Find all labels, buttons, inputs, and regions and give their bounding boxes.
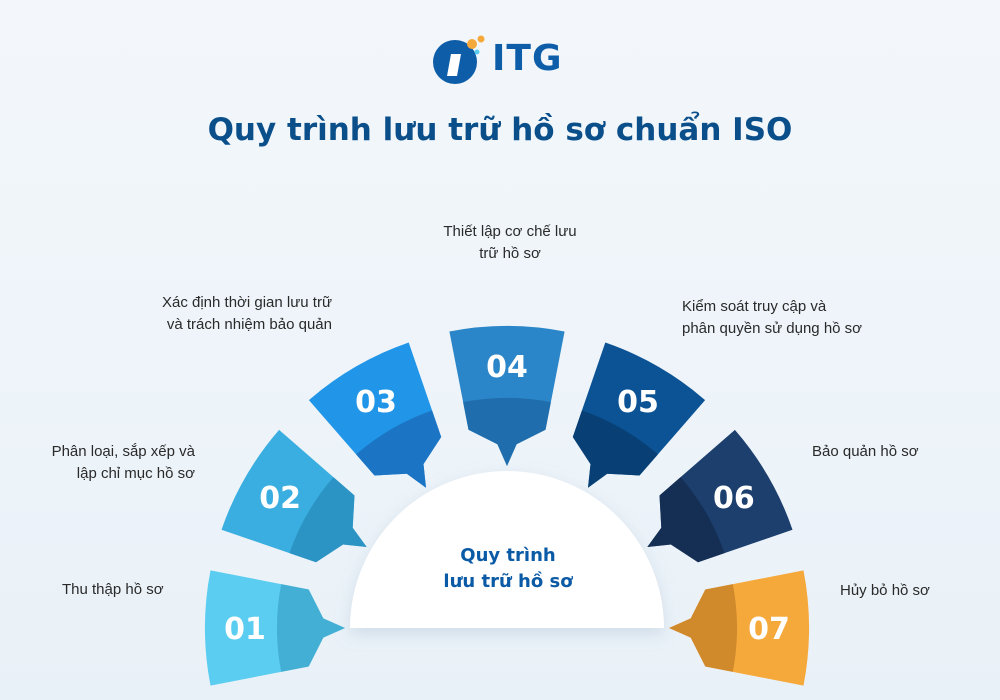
step-label-05-line1: Kiểm soát truy cập và bbox=[682, 298, 827, 315]
step-05: 05 bbox=[572, 342, 706, 488]
step-02-accent bbox=[289, 477, 367, 563]
step-04-number: 04 bbox=[486, 350, 528, 385]
center-semicircle bbox=[350, 471, 664, 628]
step-label-03: Xác định thời gian lưu trữ và trách nhiệ… bbox=[162, 292, 332, 336]
step-03-accent bbox=[356, 410, 442, 488]
step-03-number: 03 bbox=[355, 385, 397, 420]
step-label-02: Phân loại, sắp xếp và lập chỉ mục hồ sơ bbox=[52, 441, 195, 485]
center-label-line1: Quy trình bbox=[460, 545, 556, 566]
itg-logo-icon bbox=[433, 35, 485, 84]
step-label-04-line1: Thiết lập cơ chế lưu bbox=[443, 223, 577, 240]
step-07-number: 07 bbox=[748, 612, 790, 647]
step-label-01-line1: Thu thập hồ sơ bbox=[62, 581, 164, 598]
step-05-number: 05 bbox=[617, 385, 659, 420]
step-label-02-line2: lập chỉ mục hồ sơ bbox=[76, 465, 195, 482]
step-02-number: 02 bbox=[259, 481, 301, 516]
step-06-accent bbox=[647, 477, 725, 563]
step-label-03-line2: và trách nhiệm bảo quản bbox=[166, 316, 332, 333]
step-01-number: 01 bbox=[224, 612, 266, 647]
step-label-05-line2: phân quyền sử dụng hồ sơ bbox=[682, 320, 863, 337]
step-label-05: Kiểm soát truy cập và phân quyền sử dụng… bbox=[682, 296, 862, 340]
step-label-06-line1: Bảo quản hồ sơ bbox=[812, 443, 919, 460]
step-04: 04 bbox=[449, 325, 565, 466]
step-06-number: 06 bbox=[713, 481, 755, 516]
step-03: 03 bbox=[308, 342, 442, 488]
center-label: Quy trình lưu trữ hồ sơ bbox=[400, 543, 616, 595]
step-01-accent bbox=[276, 584, 345, 672]
step-05-accent bbox=[572, 410, 658, 488]
step-label-03-line1: Xác định thời gian lưu trữ bbox=[161, 294, 332, 311]
step-label-02-line1: Phân loại, sắp xếp và bbox=[51, 443, 195, 460]
step-02: 02 bbox=[221, 429, 367, 563]
step-label-06: Bảo quản hồ sơ bbox=[812, 441, 919, 463]
brand-name: ITG bbox=[492, 38, 563, 79]
step-07: 07 bbox=[669, 570, 810, 686]
step-04-accent bbox=[463, 397, 551, 466]
step-07-accent bbox=[669, 584, 738, 672]
itg-logo: ITG bbox=[430, 32, 580, 88]
page-title: Quy trình lưu trữ hồ sơ chuẩn ISO bbox=[207, 112, 793, 148]
step-06: 06 bbox=[647, 429, 793, 563]
step-label-04-line2: trữ hồ sơ bbox=[479, 245, 541, 262]
center-label-line2: lưu trữ hồ sơ bbox=[443, 571, 573, 592]
step-label-04: Thiết lập cơ chế lưu trữ hồ sơ bbox=[410, 221, 610, 265]
step-label-07: Hủy bỏ hồ sơ bbox=[840, 580, 930, 602]
step-label-01: Thu thập hồ sơ bbox=[62, 579, 164, 601]
step-label-07-line1: Hủy bỏ hồ sơ bbox=[840, 582, 930, 599]
step-01: 01 bbox=[204, 570, 345, 686]
